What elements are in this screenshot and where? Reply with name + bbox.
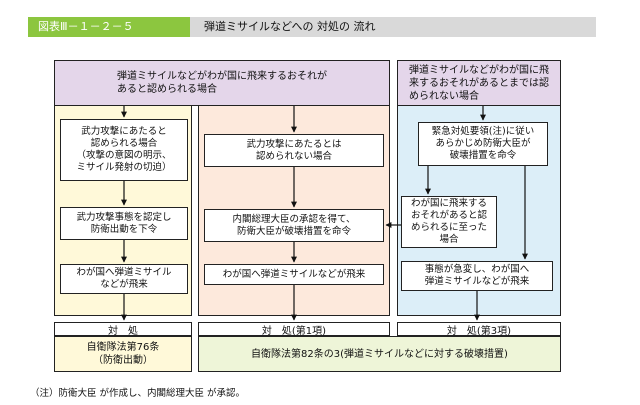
law-article-82-3: 自衛隊法第82条の3(弾道ミサイルなどに対する破壊措置)	[198, 336, 561, 372]
law-article-76: 自衛隊法第76条 （防衛出動）	[54, 336, 192, 372]
box-armed-attack-not-recognized: 武力攻撃にあたるとは 認められない場合	[204, 134, 384, 167]
box-defense-operation-order: 武力攻撃事態を認定し 防衛出動を下令	[60, 207, 188, 240]
figure-title: 弾道ミサイルなどへの 対処の 流れ	[190, 17, 596, 37]
box-threat-later-recognized: わが国に飛来する おそれがあると認 められるに至った 場合	[401, 196, 497, 248]
condition-threat-recognized: 弾道ミサイルなどがわが国に飛来するおそれが あると認められる場合	[54, 60, 390, 106]
response-label-col2: 対 処(第1項)	[198, 322, 390, 337]
box-pm-approval-order: 内閣総理大臣の承認を得て、 防衛大臣が破壊措置を命令	[204, 209, 384, 242]
condition-threat-not-recognized: 弾道ミサイルなどがわが国に飛 来するおそれがあるとまでは認 められない場合	[397, 60, 561, 106]
box-missile-incoming-col1: わが国へ弾道ミサイル などが飛来	[60, 264, 188, 294]
figure-code: 図表Ⅲ－１－２－５	[28, 17, 190, 37]
footnote: （注）防衛大臣 が作成し、内閣総理大臣 が承認。	[30, 388, 246, 399]
response-label-col1: 対 処	[54, 322, 192, 337]
box-missile-incoming-col2: わが国へ弾道ミサイルなどが飛来	[204, 264, 384, 285]
response-label-col3: 対 処(第3項)	[397, 322, 561, 337]
box-emergency-procedure-order: 緊急対処要領(注)に従い あらかじめ防衛大臣が 破壊措置を命令	[418, 122, 548, 166]
box-armed-attack-recognized: 武力攻撃にあたると 認められる場合 （攻撃の意図の明示、 ミサイル発射の切迫）	[60, 119, 188, 181]
box-situation-changed-missile-incoming: 事態が急変し、わが国へ 弾道ミサイルなどが飛来	[401, 261, 553, 291]
